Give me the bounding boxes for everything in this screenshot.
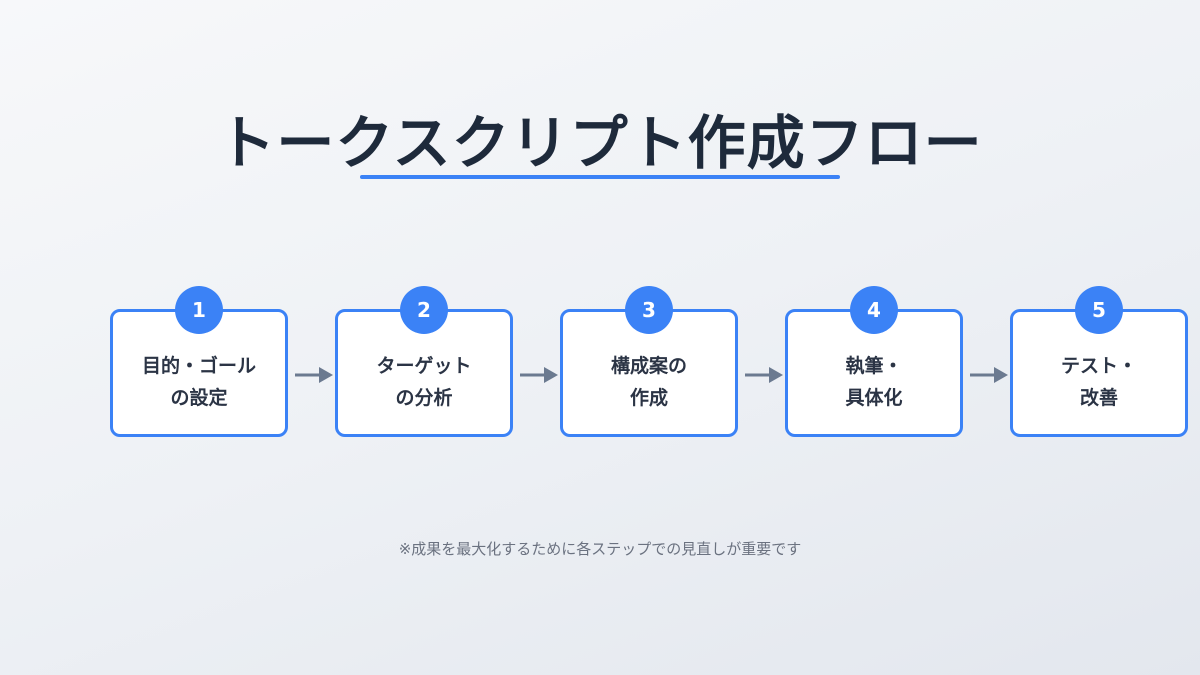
footnote: ※成果を最大化するために各ステップでの見直しが重要です bbox=[398, 540, 802, 558]
arrow-icon-4 bbox=[970, 367, 1008, 383]
step-label-3: 構成案の 作成 bbox=[610, 355, 687, 409]
step-number-2: 2 bbox=[400, 286, 448, 334]
arrow-icon-3 bbox=[745, 367, 783, 383]
step-number-1: 1 bbox=[175, 286, 223, 334]
title-underline bbox=[360, 175, 840, 179]
step-label-2: ターゲット の分析 bbox=[376, 355, 472, 409]
step-number-3: 3 bbox=[625, 286, 673, 334]
step-label-1: 目的・ゴール の設定 bbox=[141, 355, 256, 409]
step-label-4: 執筆・ 具体化 bbox=[845, 355, 903, 409]
page-title: トークスクリプト作成フロー bbox=[217, 109, 983, 177]
step-number-4: 4 bbox=[850, 286, 898, 334]
arrow-icon-1 bbox=[295, 367, 333, 383]
step-number-5: 5 bbox=[1075, 286, 1123, 334]
step-label-5: テスト・ 改善 bbox=[1060, 355, 1137, 409]
arrow-icon-2 bbox=[520, 367, 558, 383]
